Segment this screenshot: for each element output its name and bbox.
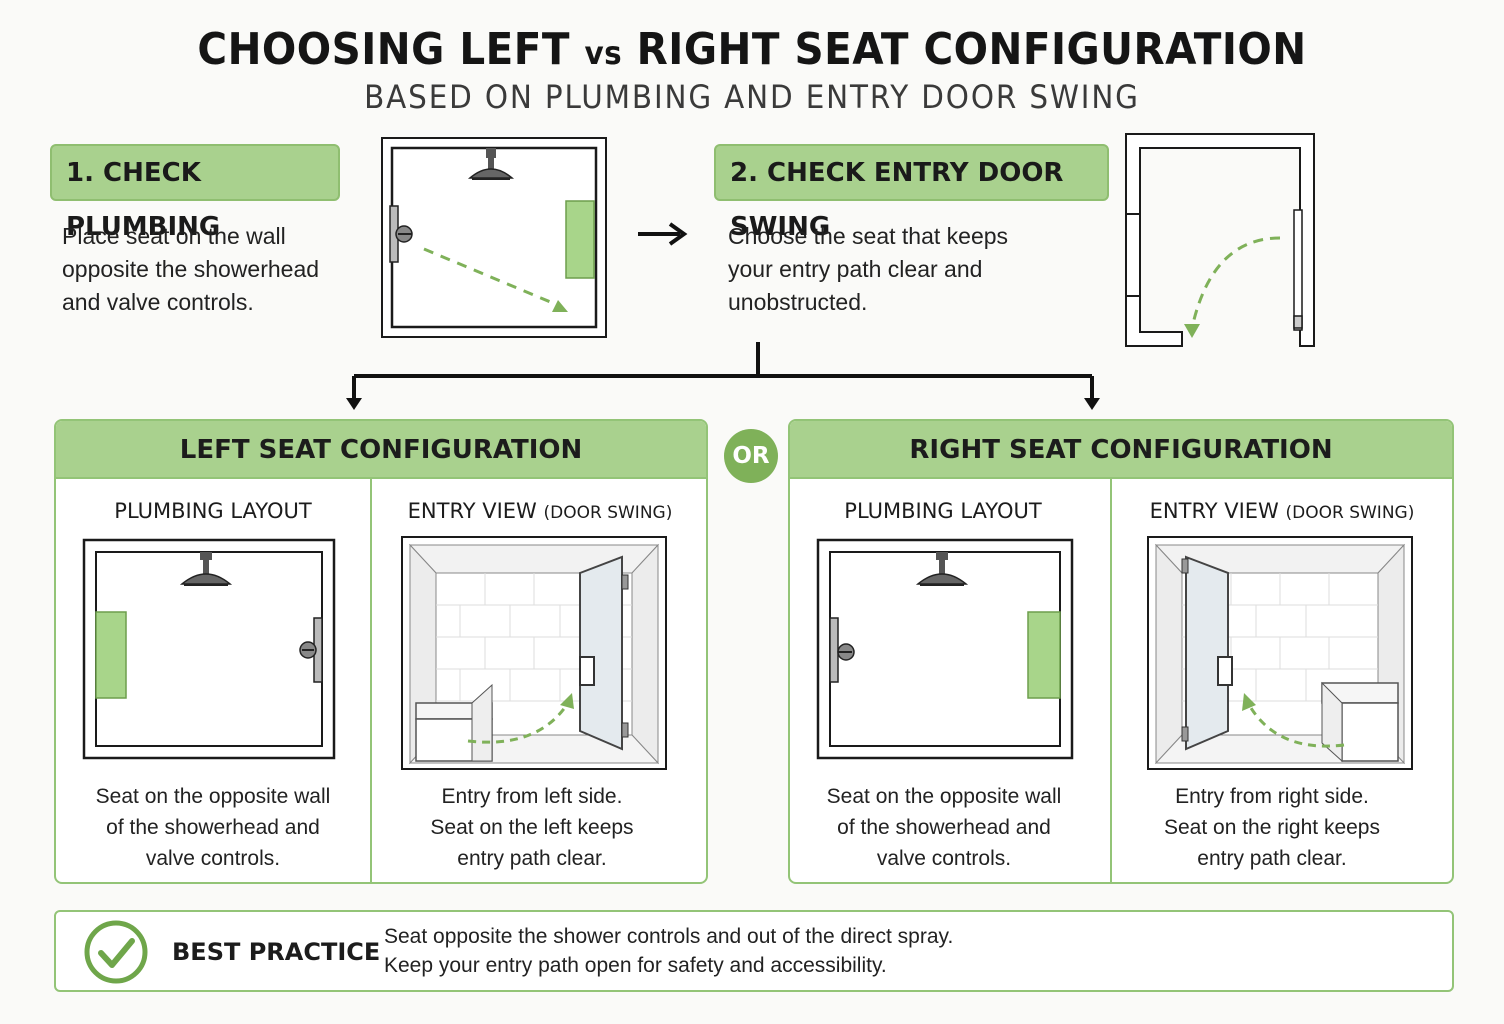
caption-line: entry path clear. (457, 847, 607, 870)
step-1-text: Place seat on the wall opposite the show… (62, 220, 362, 319)
column-divider (370, 479, 372, 882)
title-vs: vs (584, 34, 623, 72)
showerhead-icon (179, 552, 233, 586)
page-subtitle: BASED ON PLUMBING AND ENTRY DOOR SWING (364, 78, 1140, 116)
bench-seat (1321, 681, 1399, 763)
caption-line: of the showerhead and (837, 816, 1051, 839)
step-2-label: 2. CHECK ENTRY DOOR SWING (714, 144, 1109, 242)
title-right: RIGHT SEAT CONFIGURATION (636, 24, 1307, 75)
or-badge: OR (724, 429, 778, 483)
step-1-line: and valve controls. (62, 289, 254, 315)
step-2-line: unobstructed. (728, 289, 868, 315)
caption-line: Seat on the right keeps (1164, 816, 1380, 839)
step-2-line: Choose the seat that keeps (728, 223, 1009, 249)
entry-heading-note: (DOOR SWING) (543, 503, 673, 523)
column-divider (1110, 479, 1112, 882)
step-2-line: your entry path clear and (728, 256, 983, 282)
glass-door (579, 555, 629, 751)
best-practice-line: Seat opposite the shower controls and ou… (384, 925, 954, 948)
left-entry-diagram (401, 536, 667, 770)
best-practice-label: BEST PRACTICE (172, 938, 381, 966)
entry-heading-note: (DOOR SWING) (1285, 503, 1415, 523)
showerhead-icon (467, 148, 515, 180)
caption-line: entry path clear. (1197, 847, 1347, 870)
title-left: CHOOSING LEFT (197, 24, 570, 75)
seat-marker (565, 200, 595, 279)
caption-line: Seat on the left keeps (430, 816, 634, 839)
seat-marker (1027, 611, 1061, 699)
caption-line: valve controls. (145, 847, 281, 870)
left-plumbing-heading: PLUMBING LAYOUT (114, 499, 312, 523)
left-plumbing-diagram (82, 538, 336, 760)
arrow-right-icon (638, 222, 688, 246)
checkmark-icon (84, 920, 148, 984)
left-config-panel: LEFT SEAT CONFIGURATION PLUMBING LAYOUT … (54, 419, 708, 884)
caption-line: Seat on the opposite wall (95, 785, 331, 808)
valve-icon (299, 617, 323, 683)
left-entry-heading: ENTRY VIEW (DOOR SWING) (372, 499, 706, 523)
caption-line: Seat on the opposite wall (826, 785, 1062, 808)
step-2-text: Choose the seat that keeps your entry pa… (728, 220, 1068, 319)
right-entry-heading: ENTRY VIEW (DOOR SWING) (1112, 499, 1452, 523)
page-title: CHOOSING LEFT vs RIGHT SEAT CONFIGURATIO… (60, 24, 1444, 75)
left-config-title: LEFT SEAT CONFIGURATION (56, 421, 706, 479)
best-practice-box (54, 910, 1454, 992)
left-entry-caption: Entry from left side. Seat on the left k… (372, 781, 692, 874)
right-entry-diagram (1147, 536, 1413, 770)
right-plumbing-diagram (816, 538, 1074, 760)
glass-door (1181, 555, 1233, 751)
entry-heading-text: ENTRY VIEW (407, 499, 537, 523)
caption-line: of the showerhead and (106, 816, 320, 839)
showerhead-icon (915, 552, 969, 586)
step-1-line: opposite the showerhead (62, 256, 320, 282)
branch-connector (346, 342, 1100, 410)
step-1-plumbing-diagram (381, 137, 607, 338)
seat-marker (95, 611, 127, 699)
right-entry-caption: Entry from right side. Seat on the right… (1112, 781, 1432, 874)
caption-line: Entry from right side. (1175, 785, 1369, 808)
caption-line: valve controls. (876, 847, 1012, 870)
right-config-title: RIGHT SEAT CONFIGURATION (790, 421, 1452, 479)
right-plumbing-heading: PLUMBING LAYOUT (844, 499, 1042, 523)
entry-heading-text: ENTRY VIEW (1149, 499, 1279, 523)
step-2-door-swing-diagram (1125, 133, 1315, 347)
valve-icon (829, 617, 855, 683)
valve-icon (389, 205, 413, 263)
step-1-label: 1. CHECK PLUMBING (50, 144, 340, 242)
best-practice-line: Keep your entry path open for safety and… (384, 954, 887, 977)
right-plumbing-caption: Seat on the opposite wall of the showerh… (790, 781, 1098, 874)
step-1-line: Place seat on the wall (62, 223, 286, 249)
caption-line: Entry from left side. (441, 785, 623, 808)
left-plumbing-caption: Seat on the opposite wall of the showerh… (56, 781, 370, 874)
